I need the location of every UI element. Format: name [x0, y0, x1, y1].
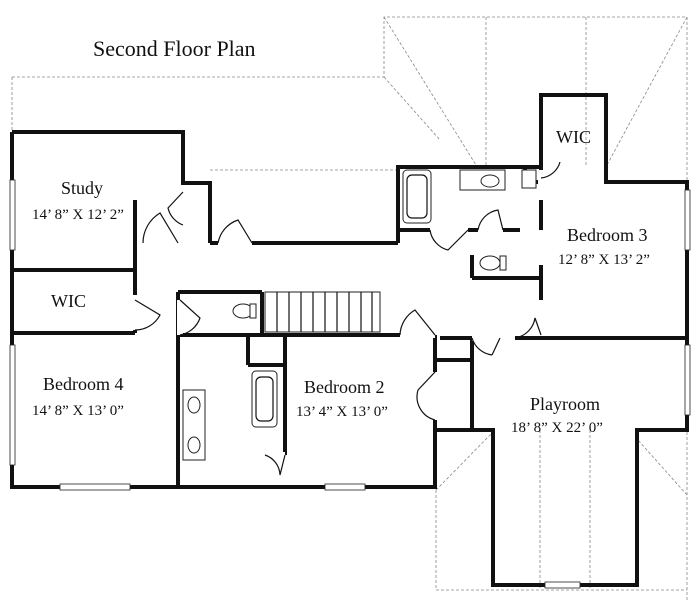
room-dim-playroom: 18’ 8” X 22’ 0”	[511, 420, 603, 436]
door-openings	[132, 170, 544, 458]
bathtub-right	[402, 169, 432, 224]
room-dim-study: 14’ 8” X 12’ 2”	[32, 207, 124, 223]
room-name-wic-left: WIC	[51, 291, 86, 311]
fixtures	[182, 169, 537, 461]
plan-title: Second Floor Plan	[93, 36, 256, 61]
room-dim-bedroom4: 14’ 8” X 13’ 0”	[32, 403, 124, 419]
exterior-walls	[10, 93, 689, 587]
room-name-wic-right: WIC	[556, 127, 591, 147]
toilet-right	[479, 255, 501, 271]
room-name-bedroom4: Bedroom 4	[43, 374, 124, 394]
door-swings	[134, 161, 561, 476]
bathtub-left	[251, 370, 278, 428]
staircase	[264, 291, 381, 333]
room-dim-bedroom2: 13’ 4” X 13’ 0”	[296, 404, 388, 420]
windows	[9, 179, 691, 589]
room-dim-bedroom3: 12’ 8” X 13’ 2”	[558, 252, 650, 268]
room-name-bedroom2: Bedroom 2	[304, 377, 385, 397]
room-name-bedroom3: Bedroom 3	[567, 225, 648, 245]
room-name-study: Study	[61, 178, 103, 198]
room-name-playroom: Playroom	[530, 394, 600, 414]
